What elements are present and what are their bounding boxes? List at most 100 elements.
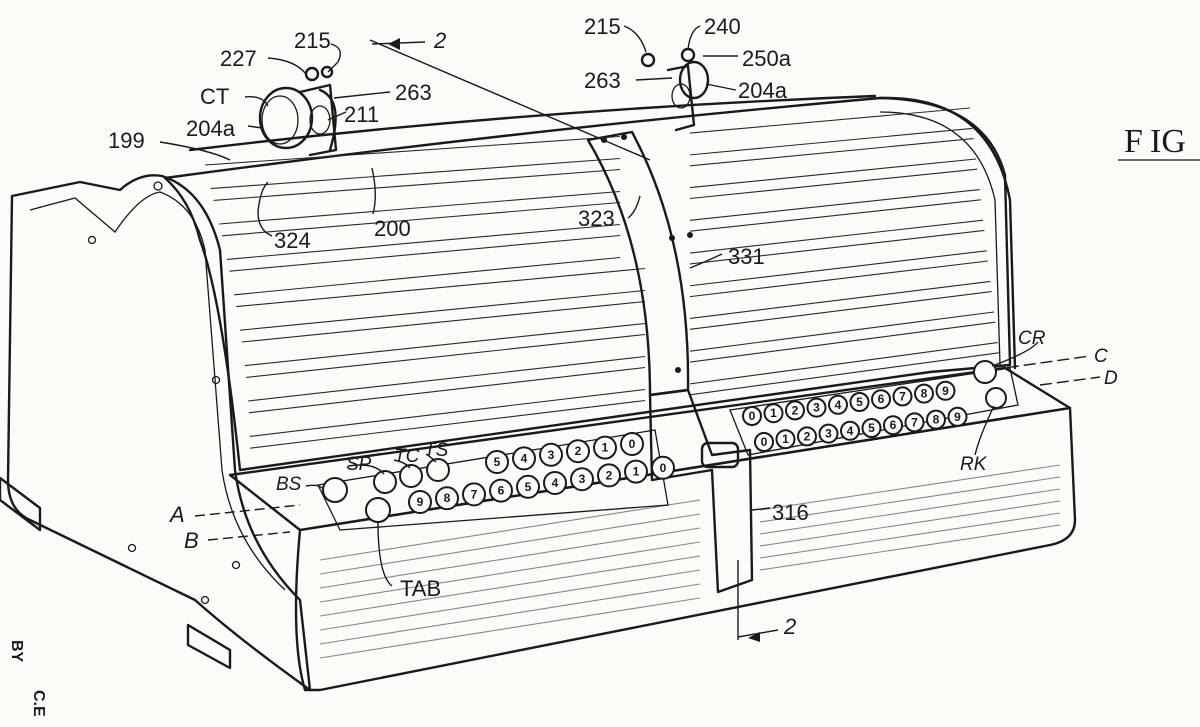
hood-hatch-line	[213, 168, 621, 201]
ref-a: A	[168, 502, 185, 527]
right-bottom-key	[947, 406, 968, 427]
ref-324: 324	[274, 228, 311, 253]
hood-hatch-line	[689, 352, 999, 396]
left-side-panel	[6, 174, 312, 692]
left-mid-key	[624, 459, 648, 484]
front-hatch-line	[319, 569, 701, 631]
left-mid-key-label: 7	[471, 487, 478, 501]
hood-top-edge	[188, 94, 877, 152]
right-top-key	[742, 406, 762, 426]
right-bottom-key-label: 8	[933, 413, 940, 427]
hood-hatch-line	[236, 267, 646, 308]
right-top-key	[785, 400, 805, 421]
left-mid-key	[489, 478, 513, 503]
right-top-key	[828, 394, 848, 415]
key-ts	[426, 458, 450, 482]
hood-hatch-line	[689, 280, 991, 319]
right-top-key-label: 1	[770, 406, 777, 420]
left-mid-key	[570, 467, 594, 492]
ref-323: 323	[578, 206, 615, 231]
right-top-key-label: 8	[921, 387, 928, 401]
ref-sp: SP	[346, 454, 372, 475]
hood-hatch-line	[204, 135, 621, 166]
hood-shading-lines	[204, 107, 999, 449]
hood-right-end	[878, 96, 1017, 370]
right-bottom-key	[883, 415, 903, 436]
left-mid-key-label: 8	[444, 491, 451, 505]
left-mid-key	[651, 455, 675, 480]
right-top-key-label: 2	[792, 403, 799, 417]
hood-hatch-line	[689, 189, 980, 221]
left-top-key-label: 2	[575, 444, 582, 458]
ref-cr: CR	[1018, 328, 1046, 349]
hood-hatch-line	[249, 388, 646, 437]
right-top-key-label: 9	[942, 384, 949, 398]
hood-hatch-line	[248, 355, 646, 402]
front-face	[294, 406, 1077, 692]
right-bottom-key-label: 4	[847, 424, 854, 438]
left-mid-key	[408, 490, 432, 514]
hood-hatch-line	[240, 289, 646, 331]
left-mid-key-label: 0	[660, 461, 667, 475]
ref-240: 240	[704, 14, 741, 39]
left-mid-key-label: 1	[633, 465, 640, 479]
hood-hatch-line	[249, 399, 646, 449]
front-hatch-line	[319, 499, 701, 561]
front-hatch-line	[319, 583, 701, 645]
right-top-key-label: 3	[813, 401, 820, 415]
ref-211: 211	[344, 102, 379, 127]
ref-rk: RK	[960, 454, 988, 475]
right-bottom-key	[797, 426, 817, 447]
front-hatch-line	[319, 541, 701, 603]
right-top-key-label: 4	[835, 398, 842, 412]
hood-hatch-line	[244, 322, 646, 367]
right-bottom-key	[904, 412, 925, 433]
ref-section-bottom: 2	[783, 614, 796, 639]
left-mid-key	[543, 471, 567, 495]
ref-215-right: 215	[584, 14, 621, 39]
left-mid-key-label: 5	[525, 480, 532, 494]
ref-tab: TAB	[400, 576, 441, 601]
hood-hatch-line	[221, 201, 621, 237]
right-bottom-key	[861, 418, 882, 438]
hood-hatch-line	[248, 366, 646, 414]
left-top-key	[512, 446, 536, 471]
right-bottom-key	[840, 420, 860, 441]
right-top-key-label: 0	[749, 409, 756, 423]
key-tab	[365, 497, 391, 523]
right-top-key	[892, 386, 913, 407]
left-base-foot	[0, 476, 42, 532]
left-top-key-label: 5	[494, 455, 501, 469]
right-bottom-key-label: 9	[954, 410, 961, 424]
hood-right-end-inner	[879, 111, 1001, 366]
right-top-key	[849, 392, 870, 412]
right-bottom-key-label: 0	[761, 435, 768, 449]
right-bottom-key-label: 1	[782, 432, 789, 446]
key-tc	[399, 464, 423, 488]
front-hatch-line	[759, 512, 1061, 559]
ref-section-top: 2	[433, 28, 446, 53]
side-screws	[87, 181, 241, 605]
ref-263-right: 263	[584, 68, 621, 93]
front-hatch-line	[319, 527, 701, 589]
front-hatch-line	[319, 513, 701, 575]
leader-lines	[159, 25, 1039, 587]
right-bottom-key	[754, 432, 774, 452]
ref-ct: CT	[200, 84, 229, 109]
ref-ts: TS	[424, 440, 449, 461]
left-mid-key-label: 3	[579, 472, 586, 486]
hood-hatch-line	[689, 107, 971, 134]
ref-d: D	[1104, 368, 1118, 389]
left-knob-assembly	[258, 65, 338, 157]
left-top-key-label: 0	[629, 437, 636, 451]
hood-hatch-line	[689, 250, 987, 287]
hood-hatch-line	[219, 190, 621, 225]
ref-204a-right: 204a	[738, 78, 788, 103]
left-top-key-label: 4	[521, 451, 528, 465]
section-line-top	[369, 39, 651, 161]
hood-hatch-line	[246, 333, 646, 378]
hood-hatch-line	[689, 321, 996, 363]
ref-263-left: 263	[395, 80, 432, 105]
